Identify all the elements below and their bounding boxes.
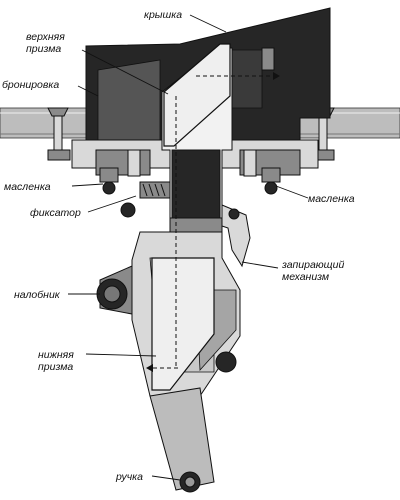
lower-prism-line2: призма: [38, 361, 73, 373]
locking-line1: запирающий: [281, 259, 344, 271]
label-handle: ручка: [115, 471, 181, 483]
label-forehead-pad: налобник: [14, 289, 100, 301]
label-locking-mechanism: запирающий механизм: [241, 259, 347, 283]
oiler-right-part: [243, 149, 281, 195]
latch-part: [120, 181, 171, 218]
label-lower-prism: нижняя призма: [38, 349, 157, 373]
label-latch: фиксатор: [30, 195, 137, 219]
svg-text:бронировка: бронировка: [2, 79, 59, 91]
handle-part: [149, 387, 215, 493]
forehead-pad-part: [96, 265, 133, 315]
label-cover: крышка: [144, 9, 227, 33]
label-oiler-left: масленка: [4, 181, 104, 193]
left-mount-bolt: [47, 107, 71, 161]
lower-pivot: [215, 351, 237, 373]
optical-axis: [146, 72, 280, 372]
svg-text:фиксатор: фиксатор: [30, 207, 81, 219]
locking-mechanism-part: [221, 204, 251, 268]
svg-text:крышка: крышка: [144, 9, 182, 21]
label-upper-prism-text: верхняя призма: [26, 31, 68, 55]
svg-text:масленка: масленка: [4, 181, 51, 193]
label-upper-prism: верхняя призма: [26, 31, 169, 95]
oiler-left-part: [99, 149, 141, 195]
upper-prism-line2: призма: [26, 43, 61, 55]
locking-line2: механизм: [282, 271, 329, 283]
upper-prism: [163, 43, 231, 147]
upper-prism-line1: верхняя: [26, 31, 65, 43]
label-armor: бронировка: [2, 79, 99, 97]
svg-text:налобник: налобник: [14, 289, 61, 301]
label-locking-mechanism-text: запирающий механизм: [281, 259, 347, 283]
svg-text:ручка: ручка: [115, 471, 143, 483]
lower-prism-line1: нижняя: [38, 349, 74, 361]
svg-text:масленка: масленка: [308, 193, 355, 205]
label-lower-prism-text: нижняя призма: [38, 349, 77, 373]
label-oiler-right: масленка: [275, 185, 355, 205]
